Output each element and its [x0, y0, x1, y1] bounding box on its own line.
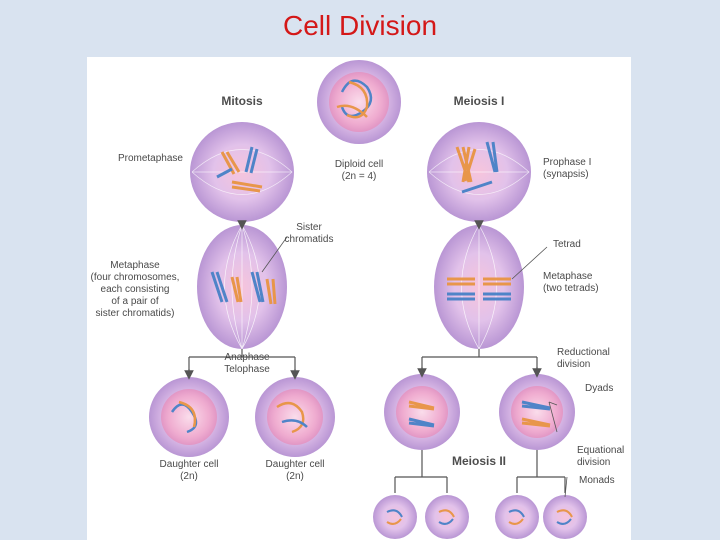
label-diploid-1: Diploid cell [335, 159, 383, 170]
label-monads: Monads [579, 475, 615, 486]
dyad-cell-left [384, 374, 460, 450]
monad-cell-2 [425, 495, 469, 539]
prophase-i-cell [427, 122, 531, 222]
label-telophase: Telophase [224, 364, 270, 375]
cell-division-figure: Mitosis Meiosis I Meiosis II Prometaphas… [87, 57, 631, 540]
mitosis-header: Mitosis [221, 94, 263, 108]
label-sister-1: Sister [296, 222, 322, 233]
label-prophase-i-2: (synapsis) [543, 169, 589, 180]
prometaphase-cell [190, 122, 294, 222]
label-anaphase: Anaphase [224, 352, 269, 363]
label-prophase-i-1: Prophase I [543, 157, 591, 168]
label-tetrad: Tetrad [553, 239, 581, 250]
label-reductional-2: division [557, 359, 590, 370]
label-daughter-left-2: (2n) [180, 471, 198, 482]
monad-cell-4 [543, 495, 587, 539]
label-metaphase-left-1: Metaphase [110, 260, 160, 271]
meiosis-i-header: Meiosis I [454, 94, 505, 108]
label-metaphase-left-5: sister chromatids) [96, 308, 175, 319]
label-metaphase-right-2: (two tetrads) [543, 283, 599, 294]
label-metaphase-left-2: (four chromosomes, [91, 272, 180, 283]
label-daughter-right-2: (2n) [286, 471, 304, 482]
label-prometaphase: Prometaphase [118, 153, 183, 164]
meiosis-ii-header: Meiosis II [452, 454, 506, 468]
label-metaphase-right-1: Metaphase [543, 271, 593, 282]
label-dyads: Dyads [585, 383, 613, 394]
label-equational-2: division [577, 457, 610, 468]
label-metaphase-left-3: each consisting [101, 284, 170, 295]
daughter-cell-left [149, 377, 229, 457]
label-sister-2: chromatids [285, 234, 334, 245]
flow-arrows [184, 220, 566, 493]
monad-cell-3 [495, 495, 539, 539]
dyad-cell-right [499, 374, 575, 450]
label-diploid-2: (2n = 4) [342, 171, 377, 182]
label-daughter-right-1: Daughter cell [266, 459, 325, 470]
daughter-cell-right [255, 377, 335, 457]
diploid-cell [317, 60, 401, 144]
diagram-canvas: Mitosis Meiosis I Meiosis II Prometaphas… [91, 60, 624, 539]
mitosis-metaphase-cell [197, 224, 287, 350]
label-reductional-1: Reductional [557, 347, 610, 358]
slide-title: Cell Division [282, 10, 438, 41]
label-equational-1: Equational [577, 445, 624, 456]
label-metaphase-left-4: of a pair of [111, 296, 158, 307]
monad-cell-1 [373, 495, 417, 539]
leader-lines [261, 236, 568, 498]
label-daughter-left-1: Daughter cell [160, 459, 219, 470]
meiosis-metaphase-cell [434, 224, 524, 350]
